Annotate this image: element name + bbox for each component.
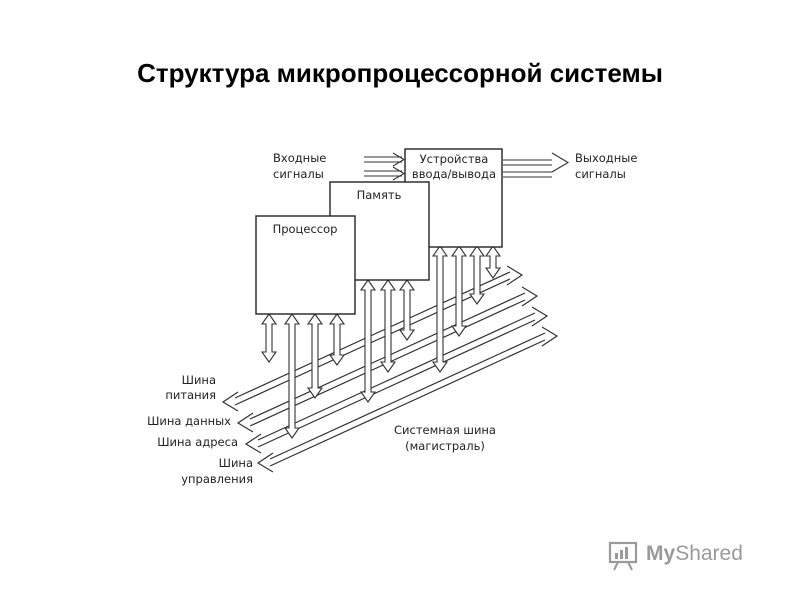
- input-signals-line2: сигналы: [273, 167, 324, 181]
- memory-bus-connectors: [359, 279, 416, 403]
- memory-label: Память: [357, 188, 402, 202]
- processor-label: Процессор: [273, 222, 338, 236]
- input-signals-arrow: [364, 152, 406, 181]
- bus-data-label: Шина данных: [147, 414, 231, 428]
- connector-processor-control: [328, 313, 346, 366]
- bus-address-label: Шина адреса: [157, 435, 238, 449]
- connector-memory-address: [398, 279, 416, 341]
- bus-power-label-line1: Шина: [182, 373, 216, 387]
- bus-address: [244, 306, 549, 454]
- output-signals-line2: сигналы: [575, 167, 626, 181]
- processor-block: [255, 215, 356, 315]
- connector-io-data: [450, 245, 468, 337]
- output-signals-line1: Выходные: [575, 151, 637, 165]
- bus-control-label-line1: Шина: [219, 456, 253, 470]
- bus-control-label-line2: управления: [181, 472, 253, 486]
- system-bus-label-line1: Системная шина: [394, 423, 496, 437]
- presentation-board-icon: [608, 541, 638, 571]
- myshared-watermark: MyShared: [606, 538, 776, 574]
- processor-bus-connectors: [260, 313, 346, 439]
- connector-io-power: [431, 245, 449, 373]
- system-bus-label-line2: (магистраль): [405, 439, 485, 453]
- io-bus-connectors: [431, 245, 502, 373]
- connector-processor-address: [306, 313, 324, 399]
- connector-memory-data: [379, 279, 397, 373]
- watermark-brand-rest: Shared: [675, 542, 743, 565]
- bus-power-label-line2: питания: [165, 388, 216, 402]
- output-signals-arrow: [503, 152, 570, 178]
- slide-title: Структура микропроцессорной системы: [137, 58, 663, 88]
- connector-processor-power: [260, 313, 278, 363]
- watermark-brand-bold: My: [646, 542, 676, 565]
- io-label-line1: Устройства: [420, 152, 489, 166]
- watermark-text: MyShared: [646, 542, 743, 566]
- connector-io-control: [484, 245, 502, 279]
- connector-memory-power: [359, 279, 377, 403]
- connector-processor-data: [283, 313, 301, 439]
- connector-io-address: [468, 245, 486, 305]
- io-label-line2: ввода/вывода: [412, 167, 496, 181]
- bus-power: [221, 265, 524, 412]
- input-signals-line1: Входные: [273, 151, 326, 165]
- bus-control: [256, 326, 559, 473]
